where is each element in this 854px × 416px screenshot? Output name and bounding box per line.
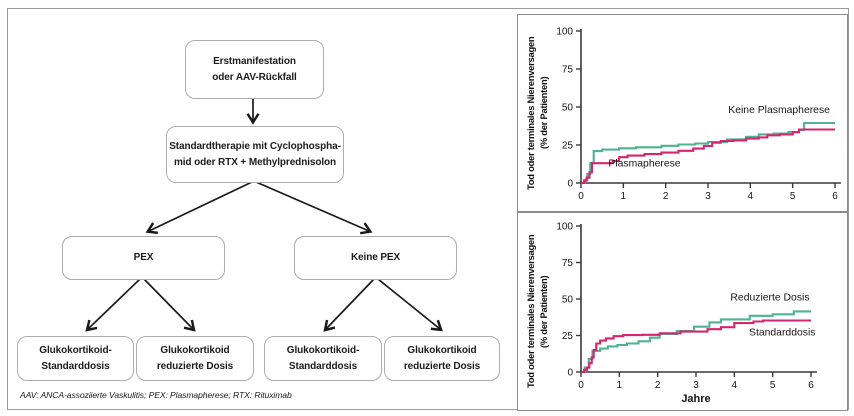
y-tick-label: 25 (562, 331, 574, 342)
x-tick-label: 3 (693, 380, 699, 391)
x-tick-label: 2 (655, 380, 661, 391)
y-tick-label: 0 (567, 368, 573, 379)
series-label: Keine Plasmapherese (728, 105, 830, 116)
series-label: Reduzierte Dosis (730, 292, 809, 303)
x-tick-label: 5 (790, 191, 796, 202)
series-line (581, 319, 811, 374)
y-tick-label: 75 (562, 258, 574, 269)
x-tick-label: 0 (578, 380, 584, 391)
x-axis-label: Jahre (681, 393, 710, 405)
y-tick-label: 100 (556, 222, 573, 233)
series-line (581, 128, 835, 185)
flow-node-standard-therapy: Standardtherapie mit Cyclophospha- mid o… (166, 126, 344, 183)
flow-node-nopex-gc-standard: Glukokortikoid- Standarddosis (264, 336, 382, 381)
y-tick-label: 0 (567, 179, 573, 190)
x-tick-label: 0 (578, 191, 584, 202)
x-tick-label: 3 (705, 191, 711, 202)
flow-node-first-manifestation: Erstmanifestation oder AAV-Rückfall (185, 40, 324, 99)
y-tick-label: 75 (562, 65, 574, 76)
flow-node-pex-gc-reduced: Glukokortikoid reduzierte Dosis (136, 336, 254, 381)
x-tick-label: 1 (621, 191, 627, 202)
flow-node-pex: PEX (62, 236, 225, 280)
x-tick-label: 6 (808, 380, 814, 391)
y-tick-label: 25 (562, 141, 574, 152)
x-tick-label: 4 (732, 380, 738, 391)
series-label: Plasmapherese (608, 158, 680, 169)
y-tick-label: 50 (562, 103, 574, 114)
flow-node-keine-pex: Keine PEX (294, 236, 457, 280)
x-tick-label: 5 (770, 380, 776, 391)
chart-plasmapherese-box: Tod oder terminales Nierenversagen (% de… (517, 14, 848, 212)
chart-dosis-box: Tod oder terminales Nierenversagen (% de… (517, 212, 848, 411)
flow-node-pex-gc-standard: Glukokortikoid- Standarddosis (17, 336, 134, 381)
series-line (581, 310, 811, 374)
abbreviation-footnote: AAV: ANCA-assoziierte Vaskulitis; PEX: P… (20, 390, 292, 400)
series-label: Standarddosis (749, 328, 815, 339)
x-tick-label: 1 (617, 380, 623, 391)
x-tick-label: 4 (748, 191, 754, 202)
y-tick-label: 50 (562, 295, 574, 306)
plasmapherese-chart-svg: 0 25 50 75 100 0 1 2 3 4 5 6 Keine PlasmapheresePlas… (556, 27, 841, 202)
x-tick-label: 2 (663, 191, 669, 202)
x-tick-label: 6 (832, 191, 838, 202)
y-tick-label: 100 (556, 27, 573, 38)
flow-node-nopex-gc-reduced: Glukokortikoid reduzierte Dosis (384, 336, 500, 381)
